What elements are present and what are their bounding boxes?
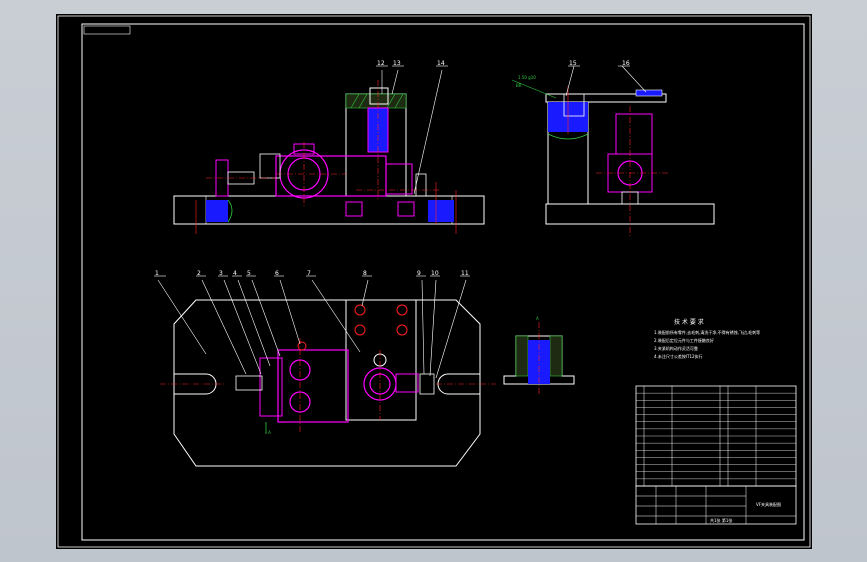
corner-tag — [83, 25, 131, 35]
balloon-front-2: 14 — [437, 60, 445, 67]
tech-req-line-4: 4.未注尺寸公差按IT12执行 — [654, 353, 703, 359]
balloon-plan-2: 3 — [219, 270, 223, 277]
balloon-plan-10: 11 — [461, 270, 469, 277]
inner-frame — [81, 23, 805, 541]
balloon-side-0: 15 — [569, 60, 577, 67]
side-note-line-1: 1.50 g10 — [518, 75, 536, 80]
balloon-plan-8: 9 — [417, 270, 421, 277]
balloon-plan-9: 10 — [431, 270, 439, 277]
tech-req-line-3: 3.夹紧机构动作灵活可靠 — [654, 345, 698, 351]
section-label-plan: A — [268, 430, 271, 435]
cad-drawing: 12 13 14 — [57, 15, 811, 548]
tech-req-line-2: 2.装配后定位元件与工件接触良好 — [654, 337, 714, 343]
tech-req-line-1: 1.装配前所有零件,去毛刺,清洗干净,不得有锈蚀,飞边,毛刺等 — [654, 329, 760, 335]
balloon-plan-1: 2 — [197, 270, 201, 277]
balloon-plan-6: 7 — [307, 270, 311, 277]
balloon-plan-5: 6 — [275, 270, 279, 277]
section-label-detail: A — [536, 316, 539, 321]
title-block: VF夹具装配图 共1张 第1张 — [635, 485, 797, 525]
drawing-name: VF夹具装配图 — [756, 501, 781, 507]
balloon-plan-7: 8 — [363, 270, 367, 277]
front-view: 12 13 14 — [173, 60, 485, 234]
technical-requirements: 技 术 要 求 1.装配前所有零件,去毛刺,清洗干净,不得有锈蚀,飞边,毛刺等 … — [654, 318, 760, 359]
drawing-sheet: 12 13 14 — [56, 14, 812, 549]
sheet-count: 共1张 第1张 — [710, 517, 732, 523]
tech-req-title: 技 术 要 求 — [674, 318, 704, 326]
balloon-side-1: 16 — [622, 60, 630, 67]
outer-frame — [57, 15, 811, 548]
balloon-front-1: 13 — [393, 60, 401, 67]
balloon-plan-4: 5 — [247, 270, 251, 277]
side-note-line-2: BR — [516, 83, 522, 88]
balloon-front-0: 12 — [377, 60, 385, 67]
side-view: 15 16 1.50 g10 BR — [511, 60, 715, 238]
plan-view: A — [154, 270, 496, 467]
balloon-plan-3: 4 — [233, 270, 237, 277]
section-detail: A — [503, 316, 575, 396]
balloon-plan-0: 1 — [155, 270, 159, 277]
parts-list-table — [635, 385, 797, 487]
